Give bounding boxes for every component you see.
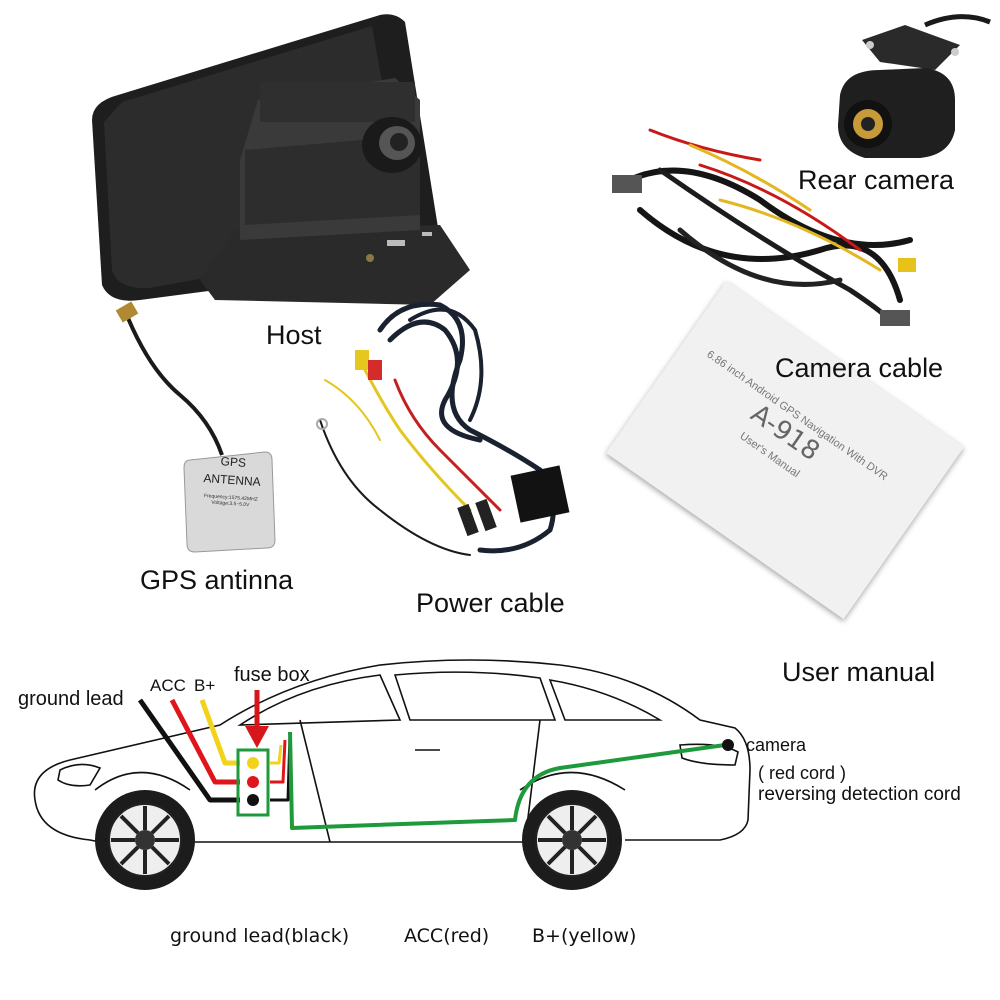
legend-acc: ACC(red) [404,925,490,947]
antenna-print: GPS ANTENNA Frequency:1575.42MHZ Voltage… [190,452,273,509]
b-plus-wire-out [270,744,283,765]
legend-b-plus: B+(yellow) [532,925,637,947]
power-cable-image [316,301,570,556]
fuse-box [236,748,270,817]
ground-wire [137,698,240,803]
acc-wire [169,698,240,785]
label-fuse-box: fuse box [234,664,310,686]
car-outline-diagram [33,659,751,843]
label-power-cable: Power cable [416,588,565,618]
gps-antenna-image [115,301,276,553]
label-rear-camera: Rear camera [798,165,955,195]
rear-wheel [522,790,622,890]
label-acc: ACC [150,676,186,695]
label-ground-lead: ground lead [18,688,124,710]
ground-wire-out [270,734,292,802]
antenna-title-2: ANTENNA [202,471,262,489]
b-plus-wire [199,699,240,766]
label-user-manual: User manual [782,657,936,687]
legend-ground-lead: ground lead(black) [170,925,350,947]
camera-wire [288,731,726,830]
front-wheel [95,790,195,890]
label-red-cord: ( red cord ) [758,763,847,783]
wiring-lines [137,698,726,830]
fuse-arrow [245,690,269,748]
label-reversing-cord: reversing detection cord [758,784,961,805]
rear-camera-image [838,14,991,158]
label-host: Host [266,320,322,350]
label-camera: camera [746,735,807,755]
label-gps-antenna: GPS antinna [140,565,294,595]
acc-wire-out [270,739,287,784]
label-camera-cable: Camera cable [775,353,944,383]
camera-cable-image [612,128,916,326]
camera-point [722,739,734,751]
label-b-plus: B+ [194,676,216,695]
host-device-image [92,14,470,305]
